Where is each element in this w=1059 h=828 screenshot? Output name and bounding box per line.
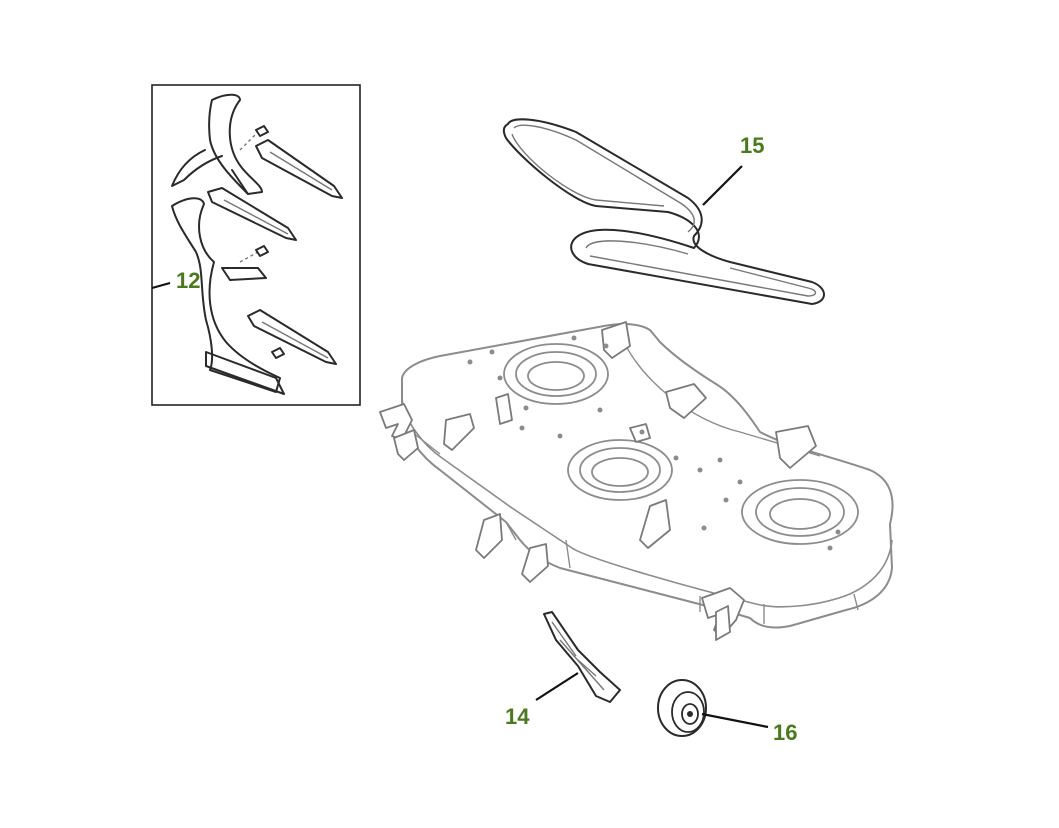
callout-12-label: 12 <box>176 268 201 293</box>
drive-belt <box>502 118 825 305</box>
mower-blade <box>535 611 621 703</box>
callout-16-label: 16 <box>773 720 798 745</box>
mower-deck <box>379 321 894 641</box>
callout-14-label: 14 <box>505 704 530 729</box>
callout-15-label: 15 <box>740 133 765 158</box>
gauge-wheel <box>657 679 769 737</box>
mulch-kit-inset <box>151 84 361 406</box>
